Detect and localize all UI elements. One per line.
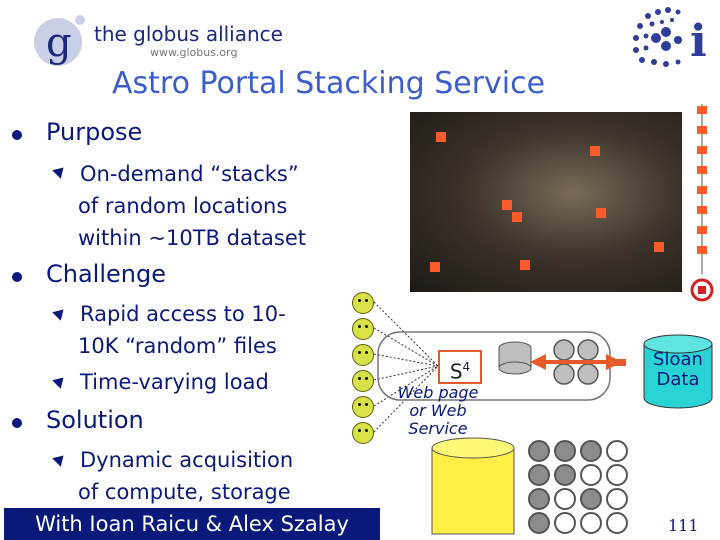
compute-node — [528, 464, 550, 486]
globus-g-icon: g — [34, 15, 85, 66]
ci-dots-icon — [633, 7, 682, 67]
s4-superscript: 4 — [462, 360, 471, 374]
bullet-dot — [12, 418, 22, 428]
bullet-diamond — [52, 451, 68, 467]
sloan-line1: Sloan — [653, 349, 703, 370]
solution-line1: Dynamic acquisition — [80, 448, 294, 472]
purpose-line-3: within ~10TB dataset — [78, 226, 306, 250]
sloan-data-label: Sloan Data — [640, 350, 716, 390]
user-face-icon — [352, 344, 374, 366]
sample-location-marker — [430, 262, 440, 272]
challenge-item2: Time-varying load — [80, 370, 269, 394]
challenge-item1-line2: 10K “random” files — [78, 334, 277, 358]
web-label-line1: Web page — [397, 383, 479, 402]
sample-location-marker — [590, 146, 600, 156]
slide-title: Astro Portal Stacking Service — [112, 66, 546, 101]
sample-location-marker — [596, 208, 606, 218]
bullet-dot — [12, 272, 22, 282]
purpose-line-1: On-demand “stacks” — [80, 162, 299, 186]
user-face-icon — [352, 318, 374, 340]
sample-location-marker — [436, 132, 446, 142]
compute-node — [606, 512, 628, 534]
solution-heading: Solution — [46, 406, 144, 434]
sample-location-marker — [502, 200, 512, 210]
sloan-line2: Data — [656, 369, 700, 390]
user-face-icon — [352, 396, 374, 418]
compute-node — [554, 464, 576, 486]
compute-node — [580, 440, 602, 462]
sample-location-marker — [520, 260, 530, 270]
svg-text:g: g — [46, 20, 72, 66]
bullet-diamond — [52, 163, 68, 179]
challenge-item1-line1: Rapid access to 10- — [80, 302, 286, 326]
compute-node — [554, 512, 576, 534]
compute-node — [580, 464, 602, 486]
user-face-icon — [352, 422, 374, 444]
user-face-icon — [352, 370, 374, 392]
sky-survey-image — [410, 112, 682, 292]
compute-node — [606, 440, 628, 462]
page-number: 111 — [668, 516, 699, 535]
compute-node — [554, 440, 576, 462]
solution-line2: of compute, storage — [78, 480, 291, 504]
compute-node — [606, 464, 628, 486]
location-scale-bar — [690, 104, 714, 302]
compute-nodes-grid — [528, 440, 648, 540]
sample-location-marker — [654, 242, 664, 252]
s4-label: S — [449, 359, 463, 384]
bullet-dot — [12, 130, 22, 140]
compute-node — [554, 488, 576, 510]
compute-node — [528, 440, 550, 462]
bullet-diamond — [52, 373, 68, 389]
sloan-data-cylinder — [643, 334, 713, 409]
web-service-label: Web page or Web Service — [378, 384, 498, 438]
bullet-diamond — [52, 305, 68, 321]
sample-location-marker — [512, 212, 522, 222]
portal-diagram — [373, 301, 626, 433]
globus-logo-name: the globus alliance — [94, 22, 283, 46]
s4-box: S4 — [438, 350, 482, 384]
compute-node — [528, 488, 550, 510]
globus-logo-url: www.globus.org — [150, 46, 238, 59]
credit-bar: With Ioan Raicu & Alex Szalay — [4, 508, 380, 540]
web-label-line2: or Web — [409, 401, 467, 420]
ci-logo: i — [628, 2, 718, 72]
compute-node — [580, 488, 602, 510]
purpose-heading: Purpose — [46, 118, 143, 146]
storage-cylinder — [431, 437, 515, 535]
compute-node — [580, 512, 602, 534]
user-face-icon — [352, 292, 374, 314]
compute-node — [606, 488, 628, 510]
challenge-heading: Challenge — [46, 260, 166, 288]
web-label-line3: Service — [408, 419, 468, 438]
compute-node — [528, 512, 550, 534]
globus-logo: g the globus alliance www.globus.org — [22, 8, 283, 68]
purpose-line-2: of random locations — [78, 194, 288, 218]
ci-letter: i — [690, 16, 707, 67]
